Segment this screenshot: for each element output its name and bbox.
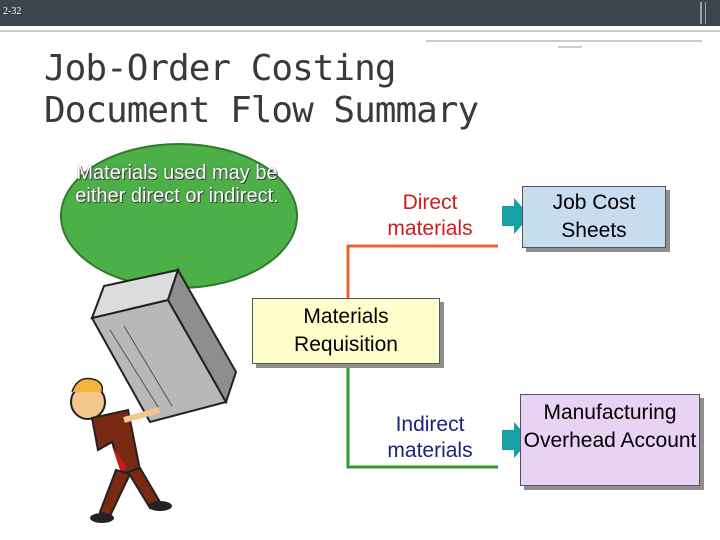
manufacturing-overhead-text: Manufacturing Overhead Account bbox=[523, 401, 697, 452]
title-line-2: Document Flow Summary bbox=[44, 90, 479, 131]
header-accent-line bbox=[426, 40, 702, 42]
direct-materials-label: Direct materials bbox=[387, 191, 473, 240]
header-accent-line bbox=[0, 30, 720, 32]
slide-header-bar: 2-32 bbox=[0, 0, 720, 26]
callout-text: Materials used may be either direct or i… bbox=[75, 162, 279, 207]
callout-oval bbox=[60, 143, 298, 289]
direct-connector-line bbox=[346, 244, 498, 298]
header-accent-line bbox=[558, 46, 582, 48]
slide-title: Job-Order Costing Document Flow Summary bbox=[44, 48, 604, 132]
materials-requisition-text: Materials Requisition bbox=[294, 305, 398, 356]
indirect-materials-label: Indirect materials bbox=[387, 413, 473, 462]
indirect-connector-line bbox=[346, 363, 498, 469]
job-cost-sheets-box: Job Cost Sheets bbox=[522, 186, 666, 248]
page-number: 2-32 bbox=[3, 6, 22, 17]
arrow-to-job-cost-icon bbox=[502, 198, 530, 234]
manufacturing-overhead-box: Manufacturing Overhead Account bbox=[520, 394, 700, 486]
header-divider bbox=[705, 2, 706, 24]
job-cost-sheets-text: Job Cost Sheets bbox=[552, 191, 636, 242]
arrow-to-overhead-icon bbox=[502, 422, 530, 458]
header-divider bbox=[700, 2, 702, 24]
man-carrying-box-icon bbox=[70, 267, 238, 523]
materials-requisition-box: Materials Requisition bbox=[252, 298, 440, 364]
title-line-1: Job-Order Costing bbox=[44, 48, 396, 89]
